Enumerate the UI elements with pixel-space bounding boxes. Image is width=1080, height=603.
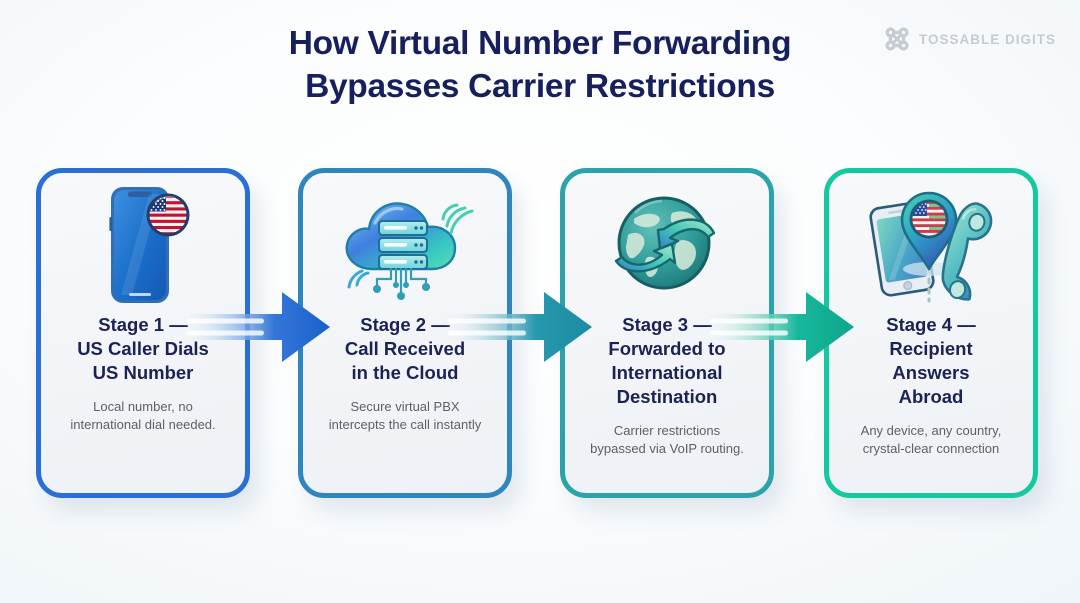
stage-heading: Stage 2 — Call Received in the Cloud [344,314,466,384]
stage-card-3[interactable]: Stage 3 — Forwarded to International Des… [560,168,774,498]
stage-heading: Stage 3 — Forwarded to International Des… [608,314,726,408]
globe-arrows-icon [565,181,769,309]
stage-body: Secure virtual PBX intercepts the call i… [328,399,482,432]
stage-card-4[interactable]: Stage 4 — Recipient Answers Abroad Any d… [824,168,1038,498]
brand-logo: TOSSABLE DIGITS [884,26,1056,52]
page-title: How Virtual Number Forwarding Bypasses C… [288,25,792,106]
smartphone-us-flag-icon [41,181,245,309]
stage-body: Any device, any country, crystal-clear c… [860,423,1002,456]
stage-body: Carrier restrictions bypassed via VoIP r… [590,423,744,456]
stage-row: Stage 1 — US Caller Dials US Number Loca… [0,168,1080,503]
stage-heading: Stage 1 — US Caller Dials US Number [77,314,209,384]
cloud-server-icon [303,181,507,309]
stage-card-2[interactable]: Stage 2 — Call Received in the Cloud Sec… [298,168,512,498]
phone-location-pin-icon [829,181,1033,309]
stage-heading: Stage 4 — Recipient Answers Abroad [886,314,976,408]
stage-card-1[interactable]: Stage 1 — US Caller Dials US Number Loca… [36,168,250,498]
stage-body: Local number, no international dial need… [70,399,216,432]
brand-name: TOSSABLE DIGITS [918,31,1056,47]
command-knot-icon [884,26,910,52]
